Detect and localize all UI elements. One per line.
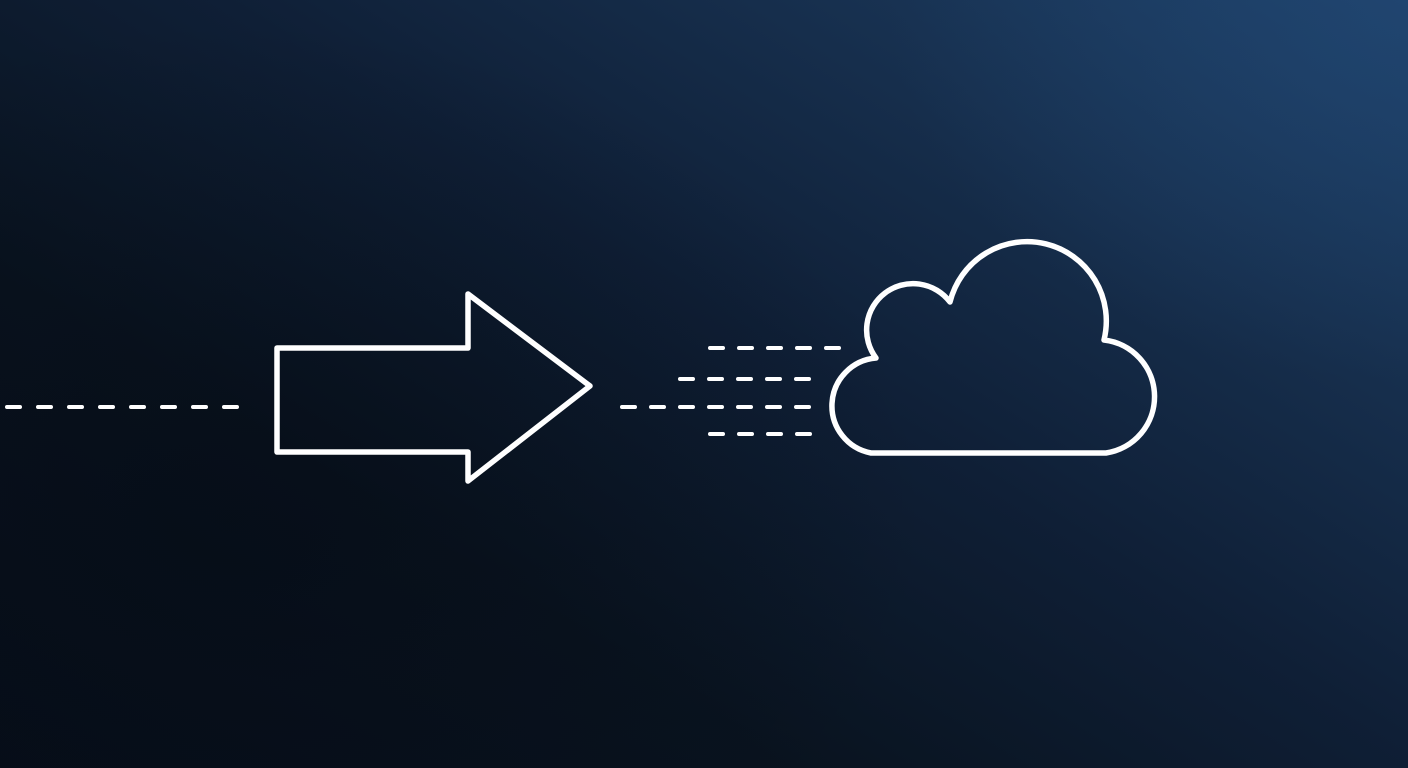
cloud-outline-icon [829,238,1158,456]
right-arrow-outline-icon [274,291,593,484]
